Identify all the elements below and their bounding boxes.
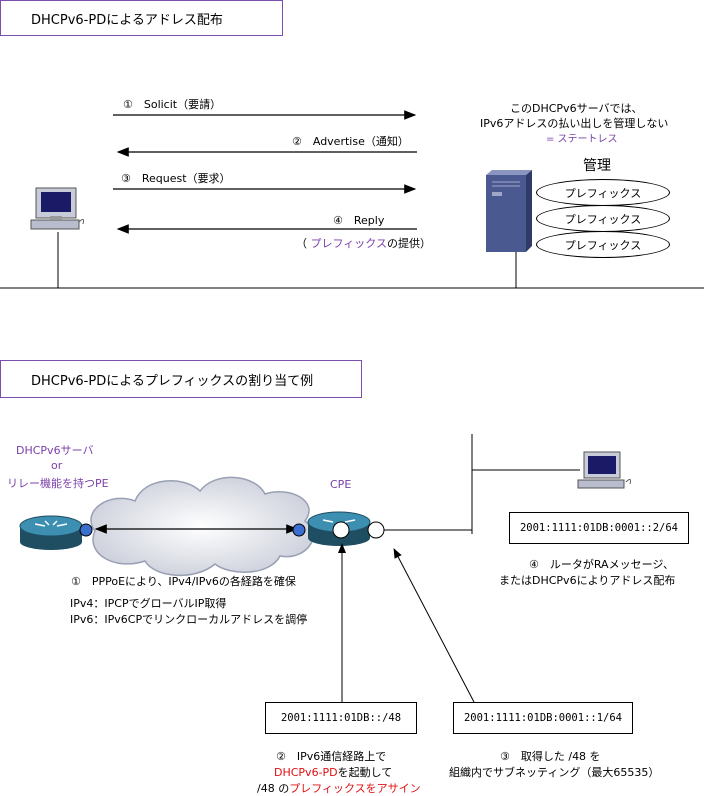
pppoe-note: ① PPPoEにより、IPv4/IPv6の各経路を確保 xyxy=(71,575,296,588)
section1-title-box: DHCPv6-PDによるアドレス配布 xyxy=(0,0,283,36)
note2-prefix-assign: プレフィックスをアサイン xyxy=(289,782,421,795)
reply-note: （ プレフィックスの提供） xyxy=(296,235,431,251)
reply-note-prefix: プレフィックス xyxy=(310,237,387,250)
reply-note-rest: の提供） xyxy=(386,237,431,250)
cpe-lan-port-2 xyxy=(367,521,385,539)
prefix-ellipse-1: プレフィックス xyxy=(536,179,670,206)
note2-line3: /48 のプレフィックスをアサイン xyxy=(257,780,421,796)
prefix-ellipse-2: プレフィックス xyxy=(536,205,670,232)
prefix48-box: 2001:1111:01DB::/48 xyxy=(265,702,417,734)
manage-label: 管理 xyxy=(583,158,611,174)
prefix-ellipse-3: プレフィックス xyxy=(536,231,670,258)
server-note-line2: IPv6アドレスの払い出しを管理しない xyxy=(480,117,669,130)
ipv4-note: IPv4：IPCPでグローバルIP取得 xyxy=(70,597,227,610)
section2-title-box: DHCPv6-PDによるプレフィックスの割り当て例 xyxy=(0,360,362,398)
pe-port xyxy=(79,523,93,537)
lan-note-line1: ④ ルータがRAメッセージ、 xyxy=(529,558,675,571)
subnet-arrow xyxy=(393,548,475,703)
network-cloud xyxy=(90,476,314,576)
reply-note-open: （ xyxy=(296,237,311,250)
note2-line2: DHCPv6-PDを起動して xyxy=(274,764,392,780)
request-message-label: ③ Request（要求） xyxy=(121,172,231,185)
cpe-label: CPE xyxy=(330,478,352,491)
subnet64-box: 2001:1111:01DB:0001::1/64 xyxy=(453,702,633,734)
prefix48-address: 2001:1111:01DB::/48 xyxy=(280,712,402,724)
lan-note-line2: またはDHCPv6によりアドレス配布 xyxy=(499,574,676,587)
section1-title: DHCPv6-PDによるアドレス配布 xyxy=(31,12,223,28)
subnet64-address: 2001:1111:01DB:0001::1/64 xyxy=(463,712,623,724)
pe-label-line1: DHCPv6サーバ xyxy=(16,444,94,457)
server-note-stateless: = ステートレス xyxy=(546,134,618,145)
note2-line3-a: /48 の xyxy=(257,782,290,795)
ipv6-note: IPv6：IPv6CPでリンクローカルアドレスを調停 xyxy=(70,613,308,626)
note2-line2-rest: を起動して xyxy=(337,766,393,779)
pe-router-icon xyxy=(19,515,83,550)
note3-line2: 組織内でサブネッティング（最大65535） xyxy=(449,766,660,779)
server-note-line1: このDHCPv6サーバでは、 xyxy=(510,102,643,115)
lan-host-pc-icon xyxy=(577,451,631,489)
solicit-message-label: ① Solicit（要請） xyxy=(123,98,222,111)
note3-line1: ③ 取得した /48 を xyxy=(500,750,601,763)
cpe-wan-port xyxy=(292,523,306,537)
advertise-message-label: ② Advertise（通知） xyxy=(292,135,409,148)
cpe-lan-port-1 xyxy=(332,521,350,539)
lan-address-box: 2001:1111:01DB:0001::2/64 xyxy=(509,512,689,544)
reply-message-label: ④ Reply xyxy=(333,214,385,227)
section2-diagram xyxy=(19,434,631,703)
pe-label-line3: リレー機能を持つPE xyxy=(7,477,109,490)
note2-dhcpv6pd: DHCPv6-PD xyxy=(274,766,338,779)
section1-diagram xyxy=(0,110,704,289)
lan-address: 2001:1111:01DB:0001::2/64 xyxy=(519,522,679,534)
pe-label-line2: or xyxy=(51,459,63,472)
section2-title: DHCPv6-PDによるプレフィックスの割り当て例 xyxy=(31,373,314,389)
note2-line1: ② IPv6通信経路上で xyxy=(276,750,387,763)
client-pc-icon xyxy=(30,187,84,230)
server-icon xyxy=(486,170,532,252)
